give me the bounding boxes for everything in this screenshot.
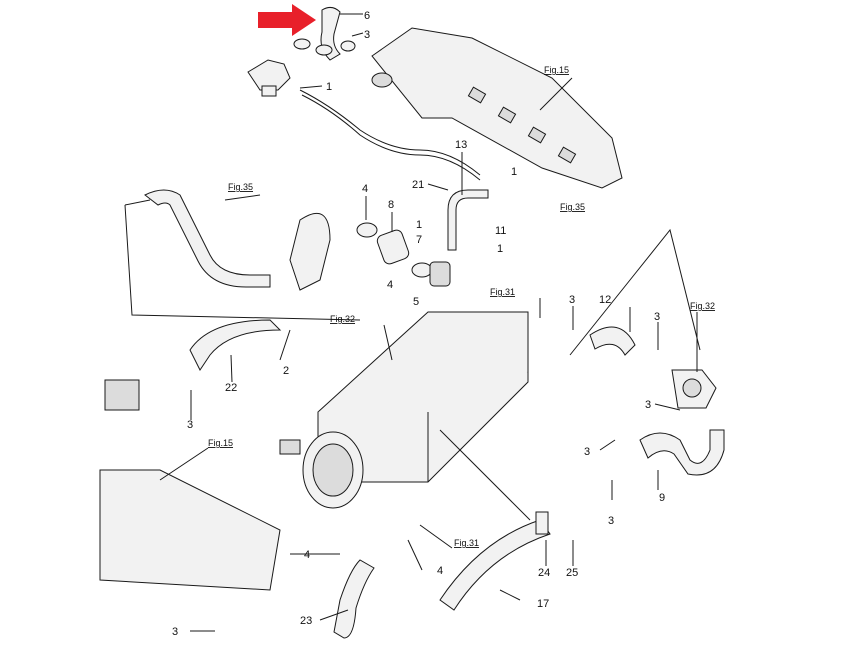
callout-bracket-right [569, 228, 701, 356]
callout-bracket-left [124, 204, 361, 321]
part-label-7[interactable]: 7 [416, 234, 422, 246]
highlight-arrow-icon [258, 4, 316, 36]
thermostat-housing[interactable] [671, 369, 717, 409]
part-label-5[interactable]: 5 [413, 296, 419, 308]
part-label-13[interactable]: 13 [455, 139, 467, 151]
part-label-3[interactable]: 3 [608, 515, 614, 527]
hose-part-22[interactable] [189, 319, 282, 371]
pipe-line-2 [301, 94, 481, 181]
part-label-3[interactable]: 3 [364, 29, 370, 41]
clamp-part-4[interactable] [356, 222, 433, 278]
part-label-8[interactable]: 8 [388, 199, 394, 211]
part-label-1[interactable]: 1 [326, 81, 332, 93]
left-lower-manifold[interactable] [99, 379, 281, 591]
callout-line [124, 199, 151, 206]
fitting-part[interactable] [247, 59, 291, 97]
part-label-3[interactable]: 3 [654, 311, 660, 323]
fig-ref-35-left[interactable]: Fig.35 [228, 182, 253, 192]
part-label-25[interactable]: 25 [566, 567, 578, 579]
fig-ref-15-bottom[interactable]: Fig.15 [208, 438, 233, 448]
part-label-22[interactable]: 22 [225, 382, 237, 394]
fig-ref-35-mid[interactable]: Fig.35 [560, 202, 585, 212]
fig-ref-32-center[interactable]: Fig.32 [330, 314, 355, 324]
pipe-line [299, 89, 481, 176]
left-pipe-assembly[interactable] [144, 189, 331, 291]
hose-part-6[interactable] [315, 6, 341, 61]
part-label-11[interactable]: 11 [495, 225, 506, 237]
connector-part-5[interactable] [429, 261, 451, 287]
hose-part-17[interactable] [439, 519, 551, 611]
hose-part-21[interactable] [447, 189, 489, 251]
fig-ref-15-top[interactable]: Fig.15 [544, 65, 569, 75]
clamp-part-3[interactable] [293, 38, 356, 52]
part-label-4[interactable]: 4 [304, 549, 310, 561]
fig-ref-31-mid[interactable]: Fig.31 [490, 287, 515, 297]
part-label-24[interactable]: 24 [538, 567, 550, 579]
fig-ref-31-bottom[interactable]: Fig.31 [454, 538, 479, 548]
engine-block[interactable] [279, 311, 529, 509]
part-label-21[interactable]: 21 [412, 179, 424, 191]
part-label-1[interactable]: 1 [497, 243, 503, 255]
part-label-23[interactable]: 23 [300, 615, 312, 627]
part-label-3[interactable]: 3 [645, 399, 651, 411]
hose-part-9[interactable] [639, 429, 725, 476]
part-label-1[interactable]: 1 [511, 166, 517, 178]
part-label-2[interactable]: 2 [283, 365, 289, 377]
bracket-part-24[interactable] [535, 511, 549, 535]
part-label-3[interactable]: 3 [569, 294, 575, 306]
part-label-3[interactable]: 3 [584, 446, 590, 458]
hose-part-12[interactable] [589, 326, 636, 356]
fig-ref-32-right[interactable]: Fig.32 [690, 301, 715, 311]
leader-lines [159, 13, 698, 632]
part-label-4[interactable]: 4 [437, 565, 443, 577]
hose-part-23[interactable] [333, 559, 375, 639]
leader [439, 429, 531, 521]
part-label-4[interactable]: 4 [387, 279, 393, 291]
manifold-upper[interactable] [371, 27, 623, 189]
sleeve-part-8[interactable] [376, 228, 411, 265]
part-label-6[interactable]: 6 [364, 10, 370, 22]
part-label-12[interactable]: 12 [599, 294, 611, 306]
part-label-3[interactable]: 3 [187, 419, 193, 431]
part-label-1[interactable]: 1 [416, 219, 422, 231]
part-label-17[interactable]: 17 [537, 598, 549, 610]
part-label-4[interactable]: 4 [362, 183, 368, 195]
part-label-9[interactable]: 9 [659, 492, 665, 504]
part-label-3[interactable]: 3 [172, 626, 178, 638]
